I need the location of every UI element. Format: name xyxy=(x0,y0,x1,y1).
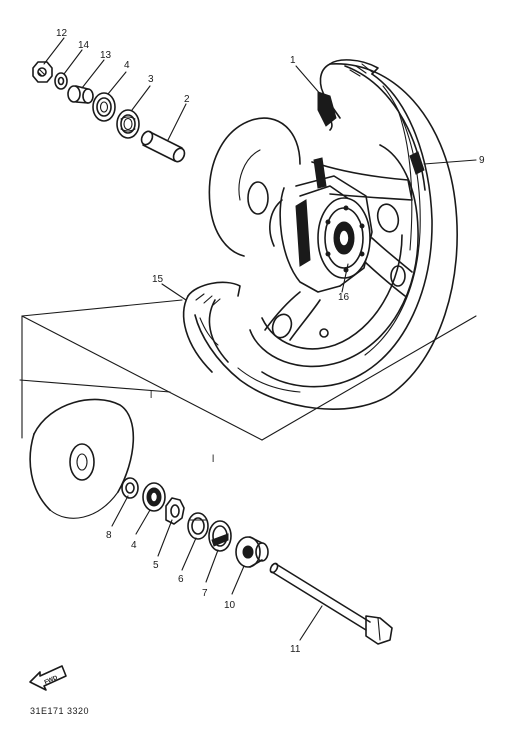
callout-15: 15 xyxy=(152,274,164,285)
bearing-part-8 xyxy=(121,477,139,499)
callout-1: 1 xyxy=(290,55,296,66)
callout-4: 4 xyxy=(124,60,130,71)
brake-disc-lower xyxy=(29,398,135,519)
collar-part-10 xyxy=(235,536,269,568)
callout-13: 13 xyxy=(100,50,112,61)
callout-7: 7 xyxy=(202,588,208,599)
reference-plane: l l xyxy=(19,299,477,465)
lock-washer-part-5 xyxy=(165,497,185,525)
axle-nut-part xyxy=(32,61,53,83)
callout-6: 6 xyxy=(178,574,184,585)
wheel-hub-part xyxy=(269,157,373,338)
wheel-spokes xyxy=(249,144,425,368)
bearing-part-3 xyxy=(116,109,140,139)
callout-11: 11 xyxy=(290,644,301,655)
collar-part-13 xyxy=(67,85,94,104)
callout-8: 8 xyxy=(106,530,112,541)
callout-10: 10 xyxy=(224,600,236,611)
spacer-part-2 xyxy=(140,130,186,163)
drawing-code: 31E171 3320 xyxy=(30,706,89,716)
upper-reference-mark: l xyxy=(150,390,152,401)
oil-seal-part-4-lower xyxy=(142,482,166,512)
forward-arrow-icon: FWD xyxy=(29,665,67,691)
forward-arrow-label: FWD xyxy=(44,675,60,686)
oil-seal-part-4 xyxy=(92,92,116,122)
callout-12: 12 xyxy=(56,28,68,39)
callout-4-lower: 4 xyxy=(131,540,137,551)
callout-16: 16 xyxy=(338,292,350,303)
brake-disc-upper xyxy=(208,117,301,257)
callout-labels: 12 14 13 4 3 2 1 9 15 16 8 4 5 6 7 10 11 xyxy=(56,28,485,655)
washer-part-14 xyxy=(54,72,68,90)
callout-14: 14 xyxy=(78,40,90,51)
wheel-axle-part xyxy=(269,562,393,645)
lower-reference-mark: l xyxy=(212,454,214,465)
leader-lines xyxy=(43,37,477,641)
callout-5: 5 xyxy=(153,560,159,571)
wheel-rim-part xyxy=(182,59,458,410)
clutch-part-6 xyxy=(187,512,209,540)
callout-2: 2 xyxy=(184,94,190,105)
gear-unit-part-7 xyxy=(208,520,232,552)
callout-9: 9 xyxy=(479,155,485,166)
callout-3: 3 xyxy=(148,74,154,85)
